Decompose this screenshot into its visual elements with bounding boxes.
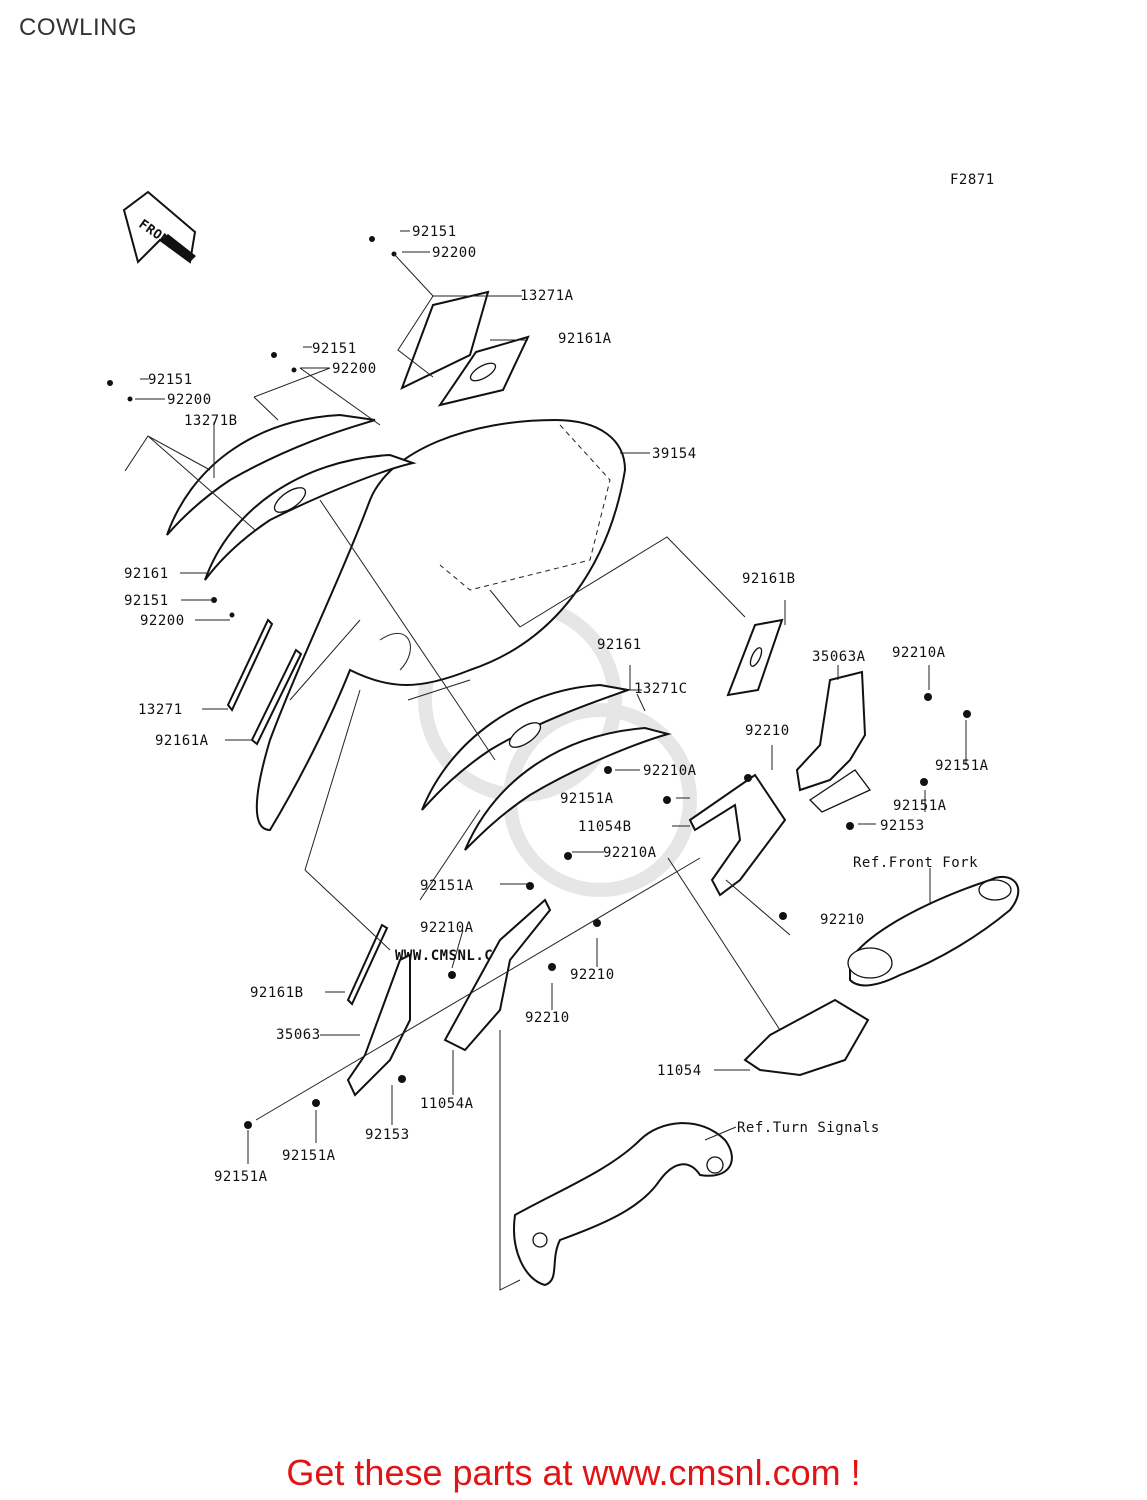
part-front-fork-bridge <box>849 875 1020 987</box>
ref-front-fork: Ref.Front Fork <box>853 855 978 871</box>
front-arrow-icon: FRONT <box>122 190 197 264</box>
part-35063-bracket <box>346 953 411 1097</box>
callout-92151a-f: 92151A <box>214 1169 268 1185</box>
callout-92151-b: 92151 <box>312 341 357 357</box>
callout-92200-d: 92200 <box>140 613 185 629</box>
watermark-text: WWW.CMSNL.COM <box>395 948 511 964</box>
callout-92151a-c: 92151A <box>893 798 947 814</box>
callout-92200-b: 92200 <box>332 361 377 377</box>
part-92161-left-panel <box>204 453 417 581</box>
callout-39154: 39154 <box>652 446 697 462</box>
callout-35063: 35063 <box>276 1027 321 1043</box>
callout-92161b-left: 92161B <box>250 985 304 1001</box>
part-39154-windshield <box>255 418 627 832</box>
callout-11054: 11054 <box>657 1063 702 1079</box>
callout-92161-right: 92161 <box>597 637 642 653</box>
callout-11054a: 11054A <box>420 1096 474 1112</box>
leader-lines <box>124 230 967 1291</box>
part-11054-stay <box>743 998 870 1077</box>
promo-link[interactable]: Get these parts at www.cmsnl.com ! <box>286 1452 861 1493</box>
callout-92200-c: 92200 <box>167 392 212 408</box>
callout-92210-a: 92210 <box>745 723 790 739</box>
hardware-markers <box>107 236 971 1129</box>
callout-13271c: 13271C <box>634 681 688 697</box>
callout-92200-a: 92200 <box>432 245 477 261</box>
part-13271c-panel <box>464 726 672 851</box>
callout-35063a: 35063A <box>812 649 866 665</box>
callout-92151a-a: 92151A <box>935 758 989 774</box>
callout-92151-a: 92151 <box>412 224 457 240</box>
part-35063a-bracket <box>795 670 867 792</box>
callout-92151a-d: 92151A <box>420 878 474 894</box>
callout-13271: 13271 <box>138 702 183 718</box>
callout-92210a-a: 92210A <box>892 645 946 661</box>
part-92161b-strip <box>346 923 389 1006</box>
part-11054a-bracket <box>443 898 552 1052</box>
callout-92151-d: 92151 <box>124 593 169 609</box>
callout-92151-c: 92151 <box>148 372 193 388</box>
callout-92161a-top: 92161A <box>558 331 612 347</box>
ref-turn-signals: Ref.Turn Signals <box>737 1120 880 1136</box>
part-11054b-bracket <box>688 773 787 897</box>
part-turn-signal-bracket <box>513 1122 733 1287</box>
part-13271-strip <box>226 618 274 712</box>
part-13271b-panel <box>166 413 376 536</box>
callout-92153-b: 92153 <box>365 1127 410 1143</box>
figure-code: F2871 <box>950 172 995 188</box>
callout-92161a-left: 92161A <box>155 733 209 749</box>
callout-92210a-c: 92210A <box>603 845 657 861</box>
callout-92161-left: 92161 <box>124 566 169 582</box>
callout-92210-b: 92210 <box>820 912 865 928</box>
part-92161a-strip <box>250 648 303 746</box>
callout-92210-c: 92210 <box>570 967 615 983</box>
callout-13271b: 13271B <box>184 413 238 429</box>
callout-11054b: 11054B <box>578 819 632 835</box>
callout-92161b-top: 92161B <box>742 571 796 587</box>
callout-92210a-d: 92210A <box>420 920 474 936</box>
callout-92153-a: 92153 <box>880 818 925 834</box>
callout-labels: 92151 92200 13271A 92161A 92151 92200 92… <box>124 224 989 1185</box>
callout-13271a: 13271A <box>520 288 574 304</box>
callout-92151a-e: 92151A <box>282 1148 336 1164</box>
callout-92210-d: 92210 <box>525 1010 570 1026</box>
callout-92210a-b: 92210A <box>643 763 697 779</box>
callout-92151a-b: 92151A <box>560 791 614 807</box>
part-92161-right-panel <box>421 683 632 811</box>
page-title: COWLING <box>19 14 138 41</box>
